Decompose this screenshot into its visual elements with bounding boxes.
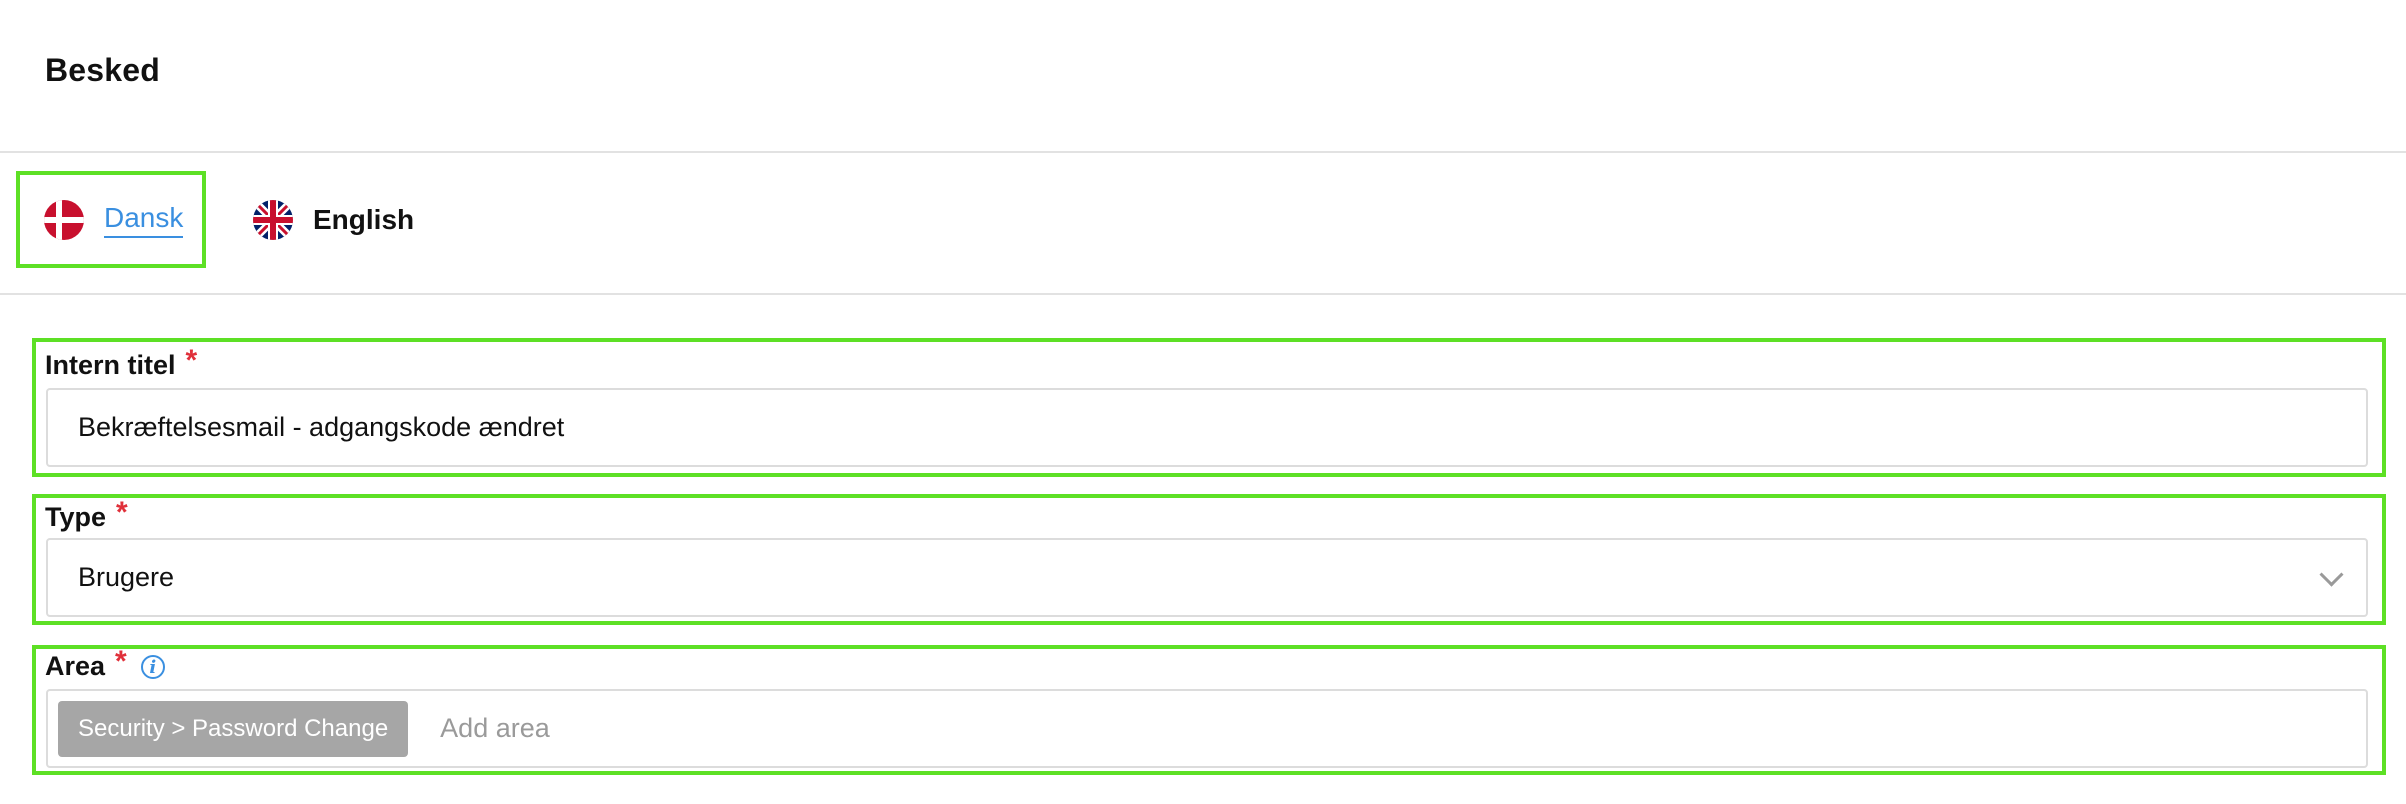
- required-mark: *: [116, 496, 128, 529]
- type-value: Brugere: [78, 562, 175, 592]
- tab-english[interactable]: English: [253, 171, 443, 268]
- tabs-divider: [0, 293, 2406, 295]
- internal-title-field: Intern titel * Bekræftelsesmail - adgang…: [32, 338, 2386, 477]
- area-field: Area * i Security > Password Change: [32, 645, 2386, 775]
- tab-dansk-label: Dansk: [104, 202, 184, 238]
- type-label: Type *: [45, 496, 128, 533]
- required-mark: *: [115, 645, 127, 678]
- area-tag[interactable]: Security > Password Change: [58, 700, 409, 757]
- type-select[interactable]: Brugere: [46, 538, 2368, 617]
- info-icon[interactable]: i: [140, 655, 165, 679]
- tab-dansk[interactable]: Dansk: [16, 171, 206, 268]
- internal-title-label: Intern titel *: [45, 344, 198, 381]
- chevron-down-icon[interactable]: [2319, 562, 2344, 587]
- denmark-flag-icon: [44, 199, 84, 240]
- internal-title-input[interactable]: Bekræftelsesmail - adgangskode ændret: [46, 388, 2368, 467]
- page-title: Besked: [45, 52, 161, 88]
- uk-flag-icon: [253, 199, 293, 240]
- area-input-box[interactable]: Security > Password Change: [46, 689, 2368, 768]
- area-input[interactable]: [438, 712, 1043, 745]
- area-label: Area * i: [45, 645, 165, 682]
- header-divider: [0, 151, 2406, 153]
- tab-english-label: English: [313, 203, 415, 235]
- type-field: Type * Brugere: [32, 494, 2386, 625]
- internal-title-value: Bekræftelsesmail - adgangskode ændret: [78, 412, 565, 442]
- required-mark: *: [185, 344, 198, 377]
